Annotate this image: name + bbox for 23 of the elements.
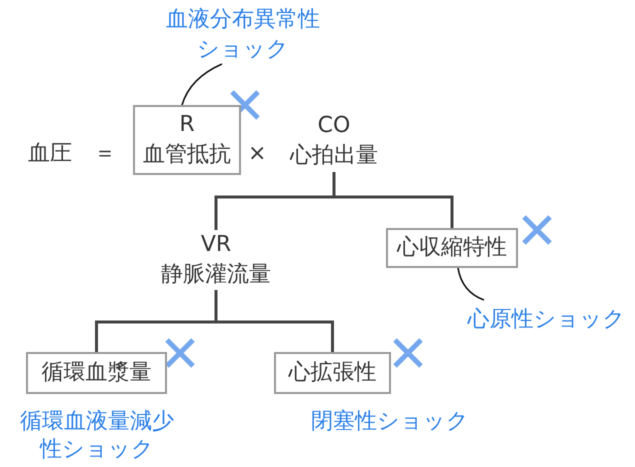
callout-text: 心原性ショック	[468, 306, 626, 334]
callout-text: 血液分布異常性ショック	[164, 6, 321, 64]
term-box	[133, 105, 241, 175]
term-label: 静脈灌流量	[161, 261, 271, 289]
term-label: 心拍出量	[290, 142, 378, 170]
term-label: 循環血漿量	[42, 359, 152, 387]
times-sign: ×	[248, 140, 266, 168]
connector-line	[214, 290, 334, 352]
term-label: VR	[200, 231, 232, 259]
term-label: 心収縮特性	[397, 234, 507, 262]
term-label: CO	[318, 112, 350, 140]
shock-type-text: 閉塞性ショック	[310, 408, 470, 436]
term-box	[274, 352, 391, 394]
shock-type-text: 循環血液量減少性ショック	[19, 408, 175, 464]
term-label: 血管抵抗	[143, 141, 231, 169]
term-box	[386, 228, 518, 268]
term-label: 血圧	[28, 140, 72, 168]
term-label: 心拡張性	[288, 359, 376, 387]
term-box	[26, 352, 167, 394]
term-label: R	[179, 111, 195, 139]
leader-line	[181, 63, 222, 106]
equals-sign: ＝	[94, 140, 116, 168]
leader-line	[457, 268, 484, 301]
